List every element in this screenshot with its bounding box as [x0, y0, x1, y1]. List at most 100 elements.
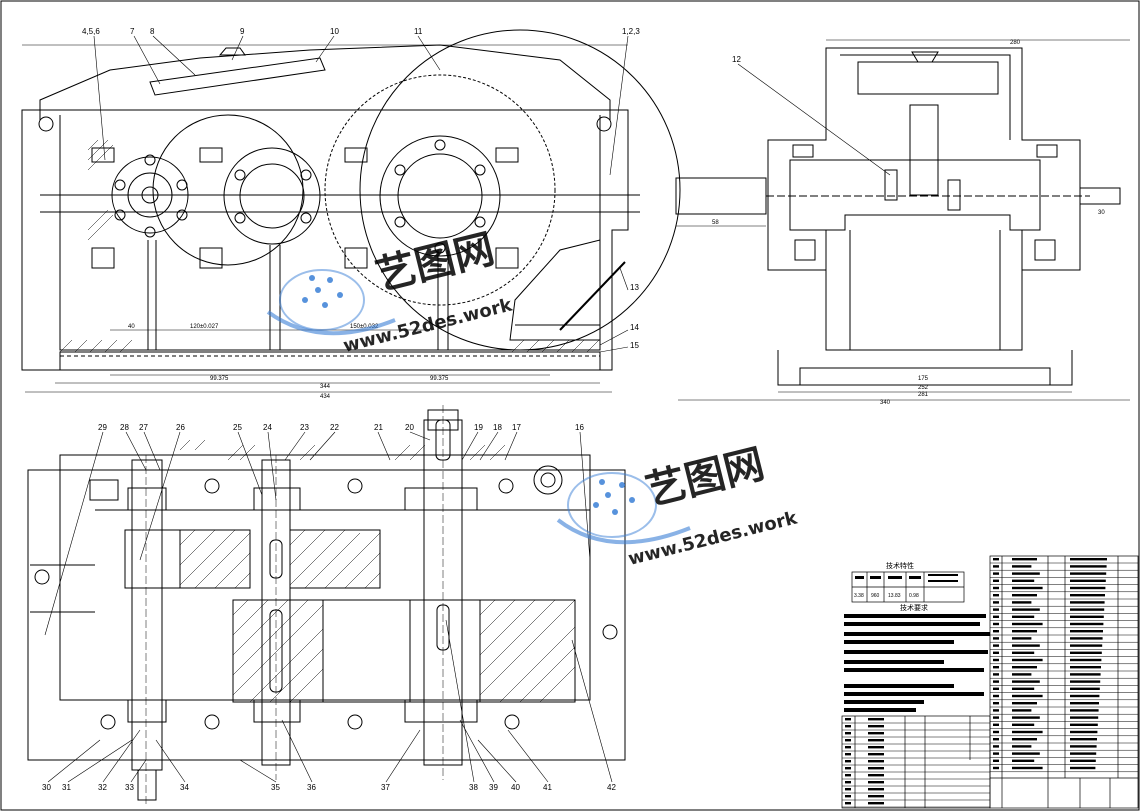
callout-30: 30 [42, 783, 51, 792]
dim-label: 281 [918, 392, 929, 398]
callout-32: 32 [98, 783, 107, 792]
bom-cell-number [993, 572, 999, 575]
dim-label: 120±0.027 [190, 324, 219, 330]
bom-cell-text [1070, 687, 1100, 690]
dim-label: 175 [918, 376, 929, 382]
callout-25: 25 [233, 423, 242, 432]
watermark-1: 艺图网 www.52des.work [266, 226, 515, 357]
bom-cell-number [993, 702, 999, 705]
bom-cell-text [1070, 766, 1096, 770]
title-cell-text [868, 725, 884, 728]
bom-cell-text [1070, 630, 1103, 633]
title-cell-text [845, 746, 851, 749]
callout-13: 13 [630, 283, 639, 292]
tech-spec-table: 技术特性 3.38 960 13.83 0.98 技术要求 [844, 561, 990, 712]
bom-cell-text [1070, 572, 1107, 575]
side-view [675, 47, 1121, 386]
callout-21: 21 [374, 423, 383, 432]
bom-cell-text [1012, 745, 1032, 748]
bom-cell-text [1012, 558, 1037, 561]
callout-11: 11 [414, 27, 423, 36]
title-cell-text [845, 767, 851, 770]
bom-cell-text [1070, 644, 1103, 647]
bom-cell-text [1070, 759, 1096, 762]
title-cell-text [845, 781, 851, 784]
callout-37: 37 [381, 783, 390, 792]
dim-label: 30 [1098, 210, 1105, 216]
bom-cell-text [1070, 673, 1101, 676]
plan-section-view [27, 405, 626, 805]
bom-cell-text [1012, 579, 1035, 582]
bom-cell-number [993, 687, 999, 690]
bom-cell-number [993, 651, 999, 654]
callout-39: 39 [489, 783, 498, 792]
title-cell-text [868, 774, 884, 777]
callout-40: 40 [511, 783, 520, 792]
title-cell-text [845, 760, 851, 763]
callout-15: 15 [630, 341, 639, 350]
callout-34: 34 [180, 783, 189, 792]
bom-cell-number [993, 694, 999, 698]
bom-cell-number [993, 622, 999, 626]
bom-cell-number [993, 680, 999, 683]
bom-cell-text [1012, 651, 1035, 654]
callout-27: 27 [139, 423, 148, 432]
bom-cell-text [1012, 723, 1035, 726]
callout-41: 41 [543, 783, 552, 792]
bom-cell-text [1070, 579, 1106, 582]
dim-label: 99.375 [210, 376, 229, 382]
bom-cell-text [1012, 680, 1040, 683]
plan-callout-labels-bottom: 30 31 32 33 34 35 36 37 38 39 40 41 42 [42, 783, 616, 792]
title-cell-text [868, 788, 884, 791]
title-cell-text [868, 739, 884, 742]
bom-cell-text [1012, 572, 1040, 575]
callout-31: 31 [62, 783, 71, 792]
bom-cell-text [1070, 608, 1105, 611]
title-cell-text [868, 732, 884, 735]
bom-cell-number [993, 673, 999, 676]
bom-cell-text [1070, 637, 1103, 640]
dim-label: 99.375 [430, 376, 449, 382]
plan-callout-labels-top: 29 28 27 26 25 24 23 22 21 20 19 18 17 1… [98, 423, 584, 432]
spec-value: 13.83 [888, 593, 901, 599]
title-cell-text [868, 718, 884, 721]
bom-cell-text [1012, 594, 1037, 597]
bom-cell-text [1070, 586, 1106, 590]
callout-28: 28 [120, 423, 129, 432]
bom-cell-number [993, 637, 999, 640]
bom-cell-text [1012, 759, 1035, 762]
title-cell-text [868, 781, 884, 784]
bom-cell-number [993, 723, 999, 726]
title-cell-text [845, 774, 851, 777]
bom-cell-text [1012, 716, 1040, 719]
bom-cell-number [993, 666, 999, 669]
bom-cell-text [1070, 558, 1107, 561]
bom-cell-text [1070, 680, 1101, 683]
callout-36: 36 [307, 783, 316, 792]
bom-cell-number [993, 608, 999, 611]
title-cell-text [845, 795, 851, 798]
title-cell-text [868, 802, 884, 805]
bom-cell-text [1012, 565, 1032, 568]
bom-cell-text [1012, 766, 1043, 770]
bom-cell-text [1070, 622, 1104, 626]
bom-cell-text [1070, 658, 1102, 662]
bom-cell-text [1012, 586, 1043, 590]
bom-cell-number [993, 601, 999, 604]
bom-cell-text [1012, 694, 1043, 698]
bom-cell-text [1012, 687, 1035, 690]
title-cell-text [868, 753, 884, 756]
bom-cell-text [1012, 644, 1040, 647]
bom-cell-text [1012, 702, 1037, 705]
bom-cell-number [993, 594, 999, 597]
title-cell-text [845, 718, 851, 721]
callout-18: 18 [493, 423, 502, 432]
callout-9: 9 [240, 27, 245, 36]
side-dimension-labels: 58 30 175 252 281 340 280 [712, 40, 1105, 406]
dim-label: 280 [1010, 40, 1021, 46]
bom-cell-number [993, 716, 999, 719]
front-hatch [59, 139, 600, 353]
callout-38: 38 [469, 783, 478, 792]
dim-label: 150±0.032 [350, 324, 379, 330]
